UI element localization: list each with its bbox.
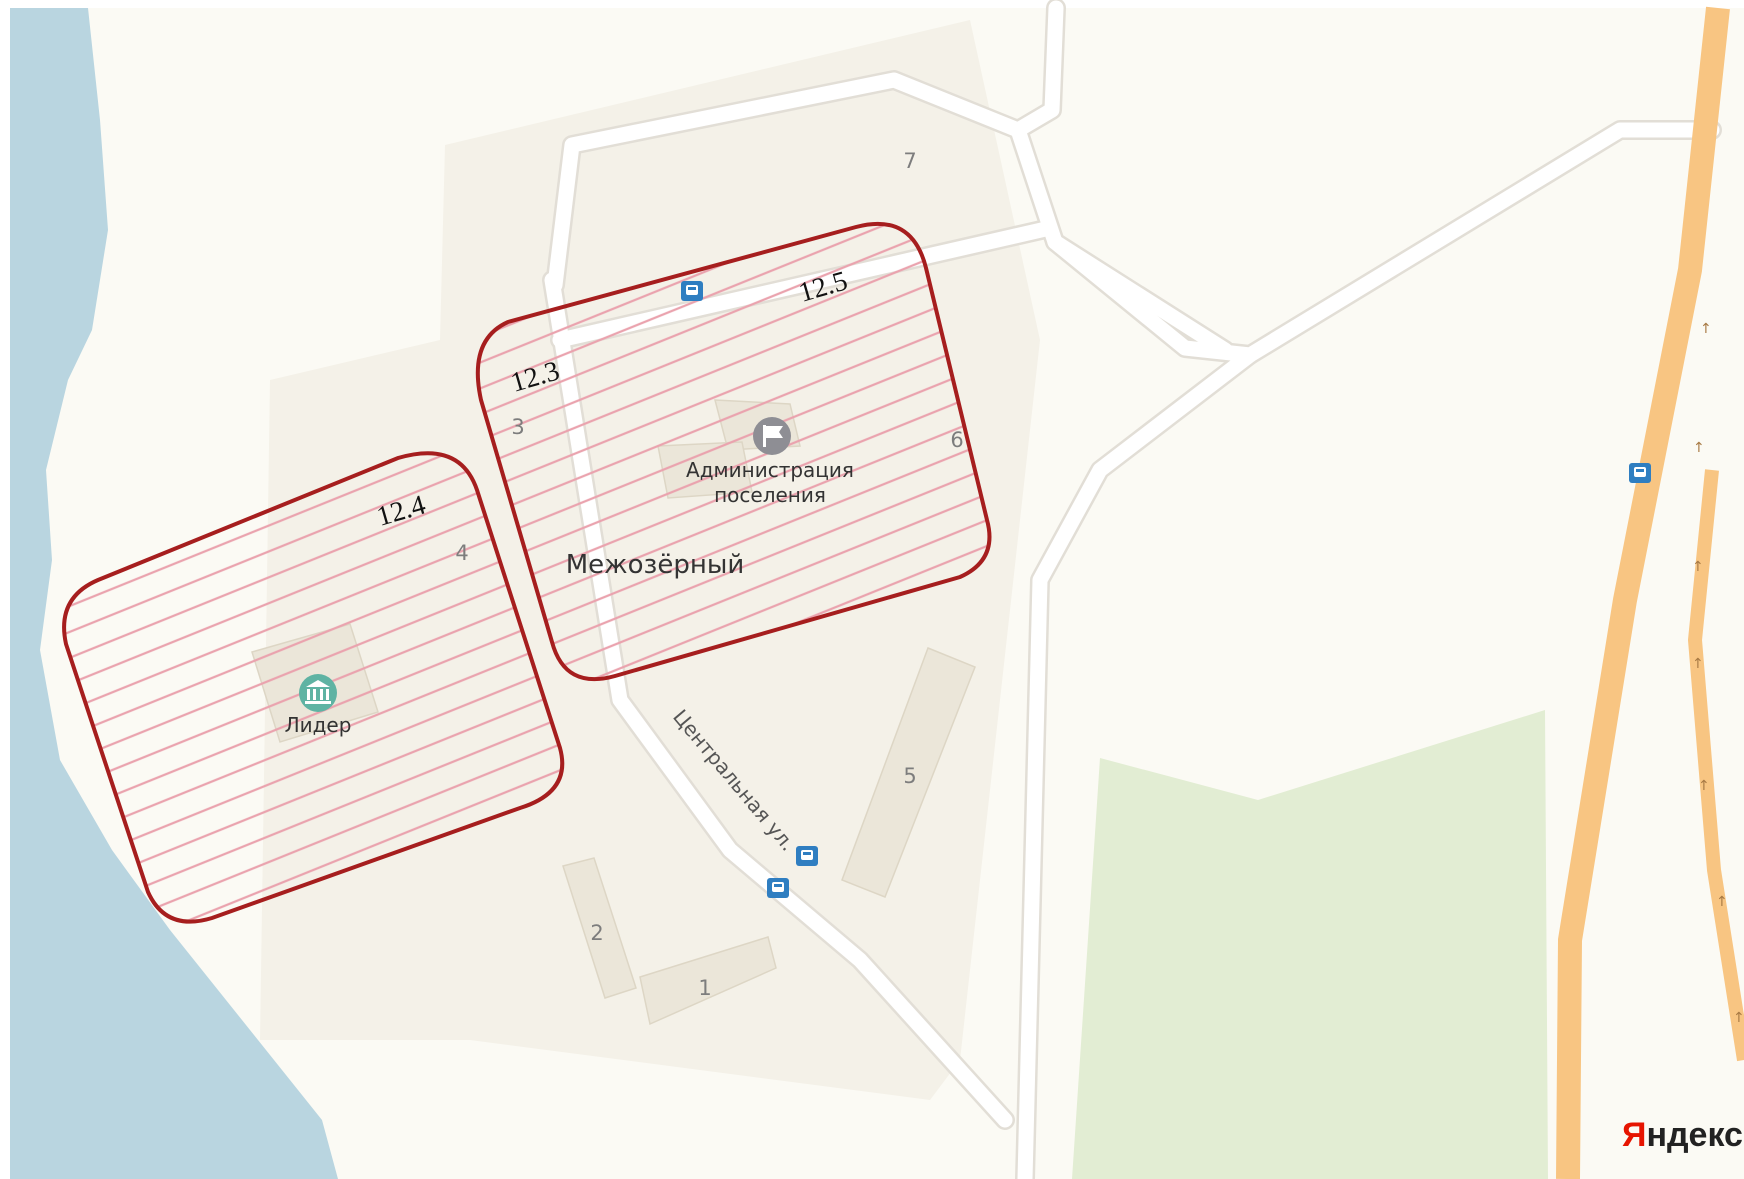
poi-lider[interactable]: Лидер <box>285 674 352 737</box>
svg-text:↑: ↑ <box>1733 1010 1744 1026</box>
poi-label-administration-line1: Администрация <box>686 458 854 482</box>
building-number-4: 4 <box>455 541 468 565</box>
lake-water <box>10 8 338 1179</box>
zone-12-3[interactable] <box>475 221 992 682</box>
poi-label-administration-line2: поселения <box>714 483 826 507</box>
government-flag-icon <box>753 417 791 455</box>
yandex-logo[interactable]: Яндекс <box>1622 1116 1743 1154</box>
bus-stop-icon[interactable] <box>796 846 818 866</box>
svg-text:↑: ↑ <box>1692 656 1704 672</box>
svg-text:↑: ↑ <box>1716 894 1728 910</box>
bus-stops <box>681 281 1651 898</box>
yandex-logo-rest: ндекс <box>1646 1116 1743 1154</box>
svg-text:↑: ↑ <box>1700 321 1712 337</box>
locality-label: Межозёрный <box>566 550 745 580</box>
yandex-logo-first: Я <box>1622 1116 1646 1154</box>
building-number-6: 6 <box>950 428 963 452</box>
svg-text:↑: ↑ <box>1692 559 1704 575</box>
park-area <box>1072 710 1548 1179</box>
poi-label-lider: Лидер <box>285 713 352 737</box>
one-way-arrows: ↑ ↑ ↑ ↑ ↑ ↑ ↑ <box>1692 321 1744 1026</box>
building-number-7: 7 <box>903 149 916 173</box>
svg-text:↑: ↑ <box>1693 440 1705 456</box>
highway-road <box>1556 6 1744 1179</box>
poi-administration[interactable]: Администрация поселения <box>686 417 854 507</box>
bus-stop-icon[interactable] <box>1629 463 1651 483</box>
building-number-3: 3 <box>511 415 524 439</box>
bus-stop-icon[interactable] <box>767 878 789 898</box>
building-number-1: 1 <box>698 976 711 1000</box>
museum-icon <box>299 674 337 712</box>
svg-text:↑: ↑ <box>1698 778 1710 794</box>
bus-stop-icon[interactable] <box>681 281 703 301</box>
building-number-2: 2 <box>590 921 603 945</box>
building-number-5: 5 <box>903 764 916 788</box>
